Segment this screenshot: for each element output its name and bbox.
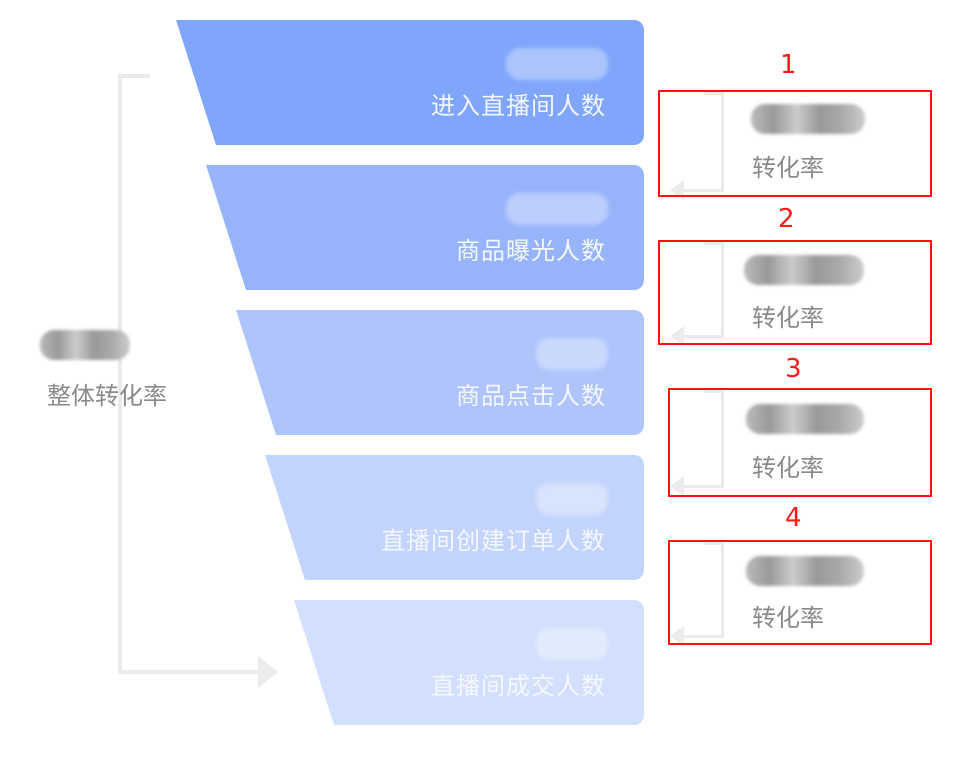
step-bracket xyxy=(704,92,724,95)
annotation-number-3: 3 xyxy=(785,354,802,384)
step-rate-value-blurred xyxy=(746,404,864,434)
stage-value-blurred xyxy=(536,338,608,370)
annotation-number-2: 2 xyxy=(778,204,795,234)
annotation-number-1: 1 xyxy=(780,50,797,80)
step-bracket xyxy=(704,542,724,545)
step-rate-label: 转化率 xyxy=(752,604,824,632)
funnel-stage-5: 直播间成交人数 xyxy=(294,600,644,725)
overall-bracket-bottom xyxy=(118,670,258,674)
step-rate-value-blurred xyxy=(746,556,864,586)
overall-arrow-icon xyxy=(258,656,278,688)
overall-bracket-vertical xyxy=(118,74,122,674)
stage-label: 商品曝光人数 xyxy=(456,237,606,265)
step-bracket xyxy=(684,635,724,638)
stage-label: 商品点击人数 xyxy=(456,382,606,410)
funnel-stage-3: 商品点击人数 xyxy=(236,310,644,435)
stage-label: 进入直播间人数 xyxy=(431,92,606,120)
step-bracket xyxy=(684,335,724,338)
step-bracket xyxy=(684,189,724,192)
step-rate-label: 转化率 xyxy=(752,304,824,332)
step-rate-value-blurred xyxy=(744,255,864,285)
funnel-stage-2: 商品曝光人数 xyxy=(206,165,644,290)
step-bracket xyxy=(721,390,724,488)
step-bracket xyxy=(721,92,724,192)
overall-rate-value-blurred xyxy=(40,330,130,360)
stage-value-blurred xyxy=(536,628,608,660)
annotation-box-4 xyxy=(668,540,932,645)
step-rate-value-blurred xyxy=(751,104,865,134)
annotation-box-3 xyxy=(668,388,932,497)
annotation-number-4: 4 xyxy=(785,503,802,533)
step-arrow-icon xyxy=(670,476,684,496)
step-bracket xyxy=(684,485,724,488)
step-arrow-icon xyxy=(670,326,684,346)
annotation-box-2 xyxy=(658,240,932,345)
stage-label: 直播间创建订单人数 xyxy=(381,527,606,555)
step-bracket xyxy=(721,242,724,338)
stage-label: 直播间成交人数 xyxy=(431,672,606,700)
step-arrow-icon xyxy=(670,626,684,646)
overall-rate-label: 整体转化率 xyxy=(47,382,167,410)
step-rate-label: 转化率 xyxy=(752,154,824,182)
step-bracket xyxy=(704,390,724,393)
stage-value-blurred xyxy=(506,48,608,80)
step-bracket xyxy=(704,242,724,245)
funnel-stage-4: 直播间创建订单人数 xyxy=(265,455,644,580)
annotation-box-1 xyxy=(658,90,932,197)
step-rate-label: 转化率 xyxy=(752,454,824,482)
step-bracket xyxy=(721,542,724,638)
overall-bracket-top xyxy=(118,74,150,78)
stage-value-blurred xyxy=(506,193,608,225)
stage-value-blurred xyxy=(536,483,608,515)
funnel-stage-1: 进入直播间人数 xyxy=(176,20,644,145)
